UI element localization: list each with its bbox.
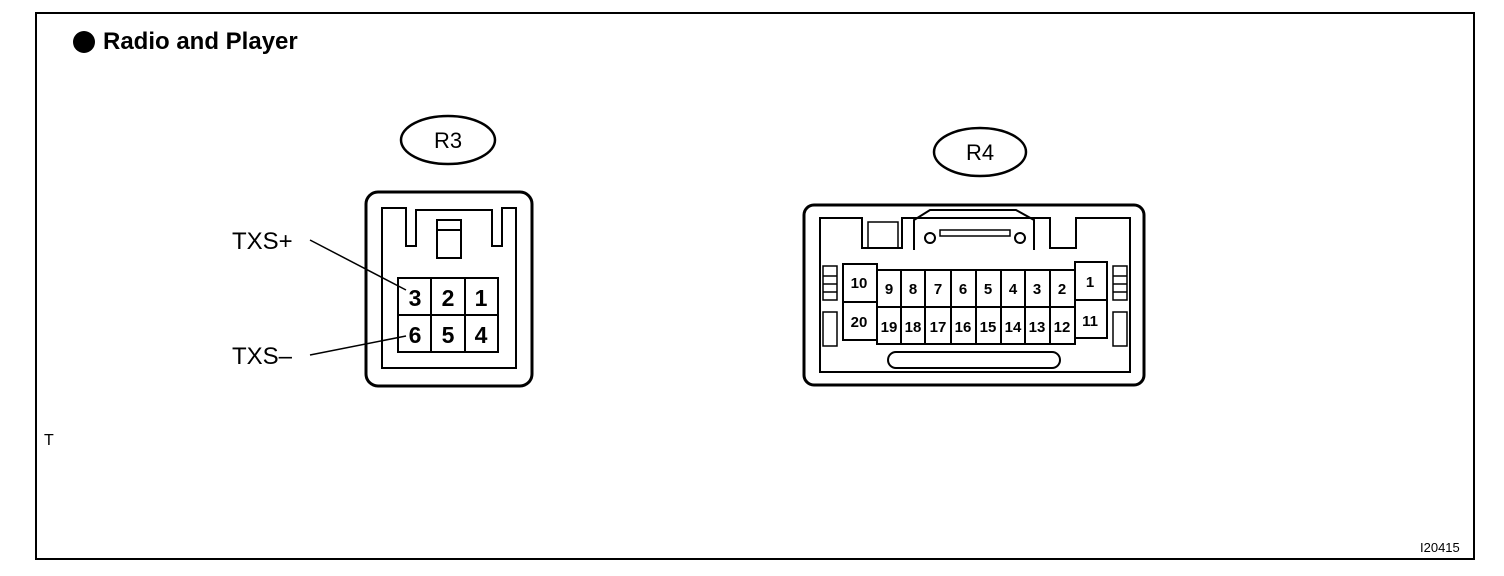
r4-pin-15: 15 (980, 319, 997, 336)
bullet-icon (73, 31, 95, 53)
r4-label-oval (932, 126, 1028, 178)
r4-label: R4 (966, 140, 994, 165)
connector-r3: R3 3 2 1 6 5 4 TXS+ TXS– (232, 114, 534, 388)
r4-pin-11: 11 (1082, 313, 1098, 330)
r3-pin-5: 5 (442, 322, 455, 348)
section-title: Radio and Player (73, 28, 298, 56)
r4-pin-5: 5 (984, 281, 992, 298)
r3-housing (364, 190, 534, 388)
r4-pin-7: 7 (934, 281, 942, 298)
r4-cavity-grid (842, 261, 1108, 345)
r4-bottom-slot (887, 351, 1061, 369)
r3-key (436, 219, 462, 259)
r4-pin-16: 16 (955, 319, 972, 336)
r4-pin-4: 4 (1009, 281, 1018, 298)
r4-pin-3: 3 (1033, 281, 1041, 298)
r4-pin-6: 6 (959, 281, 967, 298)
r4-pin-18: 18 (905, 319, 922, 336)
r4-pin-10: 10 (851, 275, 868, 292)
leader-txs-minus (309, 335, 407, 356)
r4-housing (802, 203, 1146, 387)
r4-side-ribs-right (1112, 265, 1128, 347)
figure-id: I20415 (1420, 540, 1460, 555)
r3-pin-2: 2 (442, 285, 455, 311)
r3-label: R3 (434, 128, 462, 153)
r4-pin-14: 14 (1005, 319, 1022, 336)
r4-latch (913, 209, 1035, 250)
r3-label-oval (399, 114, 497, 166)
r4-pin-20: 20 (851, 314, 868, 331)
diagram-frame (35, 12, 1475, 560)
r4-pin-1: 1 (1086, 274, 1094, 291)
r4-pin-2: 2 (1058, 281, 1066, 298)
r4-pin-17: 17 (930, 319, 947, 336)
r4-pin-12: 12 (1054, 319, 1071, 336)
r3-inner-outline (381, 207, 517, 369)
section-title-text: Radio and Player (103, 28, 298, 55)
r4-pin-9: 9 (885, 281, 893, 298)
r4-side-ribs-left (822, 265, 838, 347)
r4-inner-outline (819, 217, 1131, 373)
r4-pin-19: 19 (881, 319, 898, 336)
signal-txs-plus: TXS+ (232, 228, 293, 255)
r4-pin-13: 13 (1029, 319, 1046, 336)
r3-pin-4: 4 (475, 322, 488, 348)
r3-cavity-grid (397, 277, 499, 353)
r3-pin-1: 1 (475, 285, 488, 311)
corner-mark: T (44, 432, 54, 449)
leader-txs-plus (309, 239, 407, 291)
r3-pin-6: 6 (409, 322, 422, 348)
connector-r4: R4 (802, 126, 1146, 387)
signal-txs-minus: TXS– (232, 343, 293, 370)
r4-pin-8: 8 (909, 281, 917, 298)
r3-pin-3: 3 (409, 285, 422, 311)
